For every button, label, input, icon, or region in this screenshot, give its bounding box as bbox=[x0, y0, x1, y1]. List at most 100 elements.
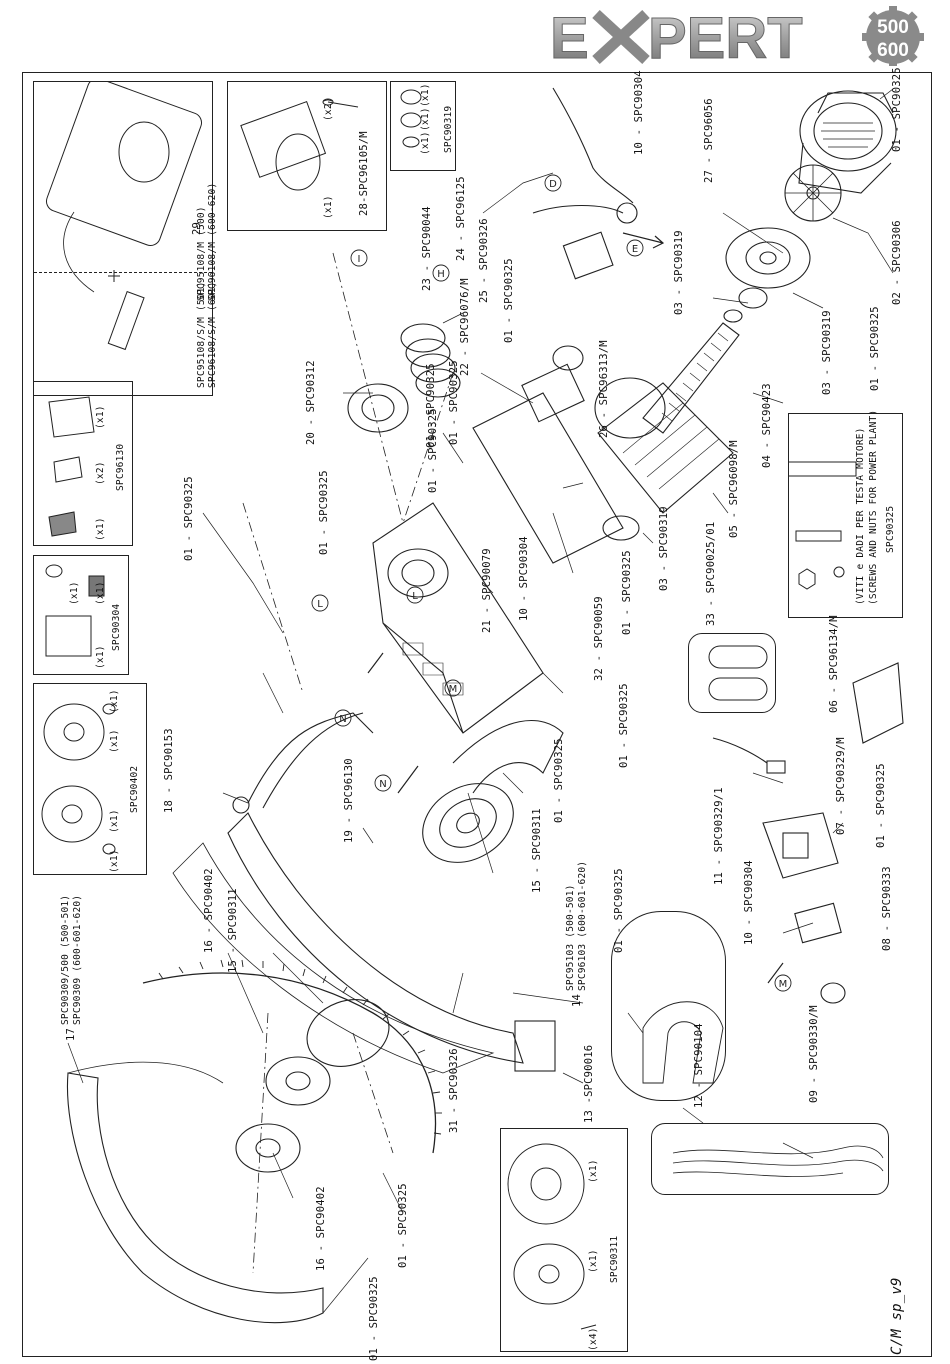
expert-logo: E PERT 500 600 bbox=[550, 6, 924, 66]
ref-letter: H bbox=[437, 269, 445, 280]
blade-guard-17 bbox=[66, 1072, 324, 1324]
flange-16-a bbox=[265, 1056, 331, 1106]
label-22-spc96076m: 22 - SPC96076/M bbox=[459, 278, 471, 376]
motor-fan-cover bbox=[798, 90, 897, 194]
capacitor-box-33 bbox=[688, 633, 776, 713]
motor-flange-27 bbox=[725, 227, 811, 289]
blade-guard-arm-31 bbox=[227, 712, 524, 1064]
detail-box-90311 bbox=[500, 1128, 628, 1352]
label-01-spc90325: 01 - SPC90325 bbox=[318, 470, 330, 555]
belt bbox=[452, 720, 564, 794]
switch-plate-10 bbox=[794, 902, 842, 944]
box29-line3: SPC95108/S/M (501) bbox=[196, 281, 207, 388]
label-31-spc90326: 31 - SPC90326 bbox=[448, 1048, 460, 1133]
ref-letter: L bbox=[412, 591, 418, 602]
label-09-spc90330m: 09 - SPC90330/M bbox=[808, 1005, 820, 1103]
ref-letter: I bbox=[358, 254, 361, 265]
label-03-spc90319: 03 - SPC90319 bbox=[821, 310, 833, 395]
box90402-caption: SPC90402 bbox=[129, 765, 140, 813]
label-01-spc90325: 01 - SPC90325 bbox=[613, 868, 625, 953]
label-10-spc90304: 10 - SPC90304 bbox=[633, 70, 645, 155]
blade-cover-14 bbox=[172, 842, 495, 1074]
pulley-15 bbox=[422, 783, 514, 863]
label-17-spc90309-500: SPC90309/500 (500-501) bbox=[60, 894, 71, 1025]
label-02-spc90306: 02 - SPC90306 bbox=[891, 220, 903, 305]
box96130-qty: (x2) bbox=[95, 461, 106, 485]
box90319-qty: (x1) bbox=[420, 107, 431, 131]
label-16-spc90402: 16 - SPC90402 bbox=[203, 868, 215, 953]
logo-gear-badge: 500 600 bbox=[862, 6, 924, 66]
ring-03 bbox=[723, 309, 743, 323]
logo-x-mark bbox=[592, 9, 650, 65]
label-01-spc90325: 01 - SPC90325 bbox=[875, 763, 887, 848]
label-14-spc95103: SPC95103 (500-501) bbox=[565, 884, 576, 991]
label-24-spc96125: 24 - SPC96125 bbox=[455, 176, 467, 261]
label-01-spc90325: 01 - SPC90325 bbox=[869, 306, 881, 391]
label-27-spc96056: 27 - SPC96056 bbox=[703, 98, 715, 183]
logo-model-500: 500 bbox=[877, 17, 909, 38]
ref-letter: N bbox=[379, 779, 386, 790]
switch-cable-24 bbox=[532, 87, 638, 280]
handle-box-12 bbox=[611, 911, 726, 1101]
box90325-line1: (VITI e DADI PER TESTA MOTORE) bbox=[855, 427, 866, 605]
label-03-spc90319: 03 - SPC90319 bbox=[673, 230, 685, 315]
rotor-04 bbox=[642, 322, 740, 434]
ref-letter: L bbox=[317, 599, 323, 610]
box90325-caption: SPC90325 bbox=[885, 505, 896, 553]
label-01-spc90325: 01 - SPC90325 bbox=[368, 1276, 380, 1361]
box90319-qty: (x1) bbox=[420, 131, 431, 155]
bracket-13 bbox=[514, 1020, 556, 1072]
label-13-spc90016: 13 -SPC90016 bbox=[583, 1044, 595, 1123]
flange-20 bbox=[347, 383, 409, 433]
label-10-spc90304: 10 - SPC90304 bbox=[743, 860, 755, 945]
ref-letter: E bbox=[632, 244, 638, 255]
box28-qty: (x1) bbox=[323, 195, 334, 219]
logo-model-600: 600 bbox=[877, 40, 909, 61]
box90311-caption: SPC90311 bbox=[609, 1235, 620, 1283]
bearing-03-top bbox=[738, 287, 768, 309]
box28-caption: 28-SPC96105/M bbox=[358, 131, 370, 216]
label-17-spc90309: SPC90309 (600-601-620) bbox=[72, 894, 83, 1025]
detail-box-29 bbox=[33, 81, 213, 396]
drawing-reference: C/M sp_v9 bbox=[889, 1277, 905, 1355]
power-socket-22 bbox=[521, 345, 585, 423]
ref-letter: M bbox=[779, 979, 788, 990]
logo-letter-e: E bbox=[550, 6, 589, 66]
box96130-qty: (x1) bbox=[95, 405, 106, 429]
label-33-spc90025: 33 - SPC90025/01 bbox=[705, 521, 717, 626]
ref-letter: N bbox=[339, 714, 346, 725]
label-05-spc96098m: 05 - SPC96098/M bbox=[728, 440, 740, 538]
label-01-spc90325: 01 - SPC90325 bbox=[503, 258, 515, 343]
detail-box-90325 bbox=[788, 413, 903, 618]
label-20-spc90312: 20 - SPC90312 bbox=[305, 360, 317, 445]
box90402-qty: (x1) bbox=[109, 849, 120, 873]
harness-09 bbox=[672, 1145, 884, 1177]
label-21-spc90079: 21 - SPC90079 bbox=[481, 548, 493, 633]
box29-number: 29 bbox=[191, 221, 203, 235]
label-03-spc90319: 03 - SPC90319 bbox=[658, 506, 670, 591]
box90304-qty: (x1) bbox=[69, 581, 80, 605]
label-01-spc90325: 01 - SPC90325 bbox=[397, 1183, 409, 1268]
box90402-qty: (x1) bbox=[109, 689, 120, 713]
bearing-03-low bbox=[602, 515, 640, 541]
label-25-spc90326: 25 - SPC90326 bbox=[478, 218, 490, 303]
label-12-spc90104: 12 - SPC90104 bbox=[693, 1023, 705, 1108]
ref-letter: D bbox=[549, 179, 557, 190]
box90402-qty: (x1) bbox=[109, 729, 120, 753]
box96130-qty: (x1) bbox=[95, 517, 106, 541]
label-01-spc90325: 01 - SPC90325 bbox=[618, 683, 630, 768]
label-08-spc90333: 08 - SPC90333 bbox=[881, 866, 893, 951]
logo-word-pert: PERT bbox=[648, 6, 803, 66]
box90311-qty: (x4) bbox=[588, 1327, 599, 1351]
detail-box-96130 bbox=[33, 381, 133, 546]
box90311-qty: (x1) bbox=[588, 1249, 599, 1273]
main-housing bbox=[372, 502, 544, 734]
label-14-spc96103: SPC96103 (600-601-620) bbox=[577, 860, 588, 991]
box90311-qty: (x1) bbox=[588, 1159, 599, 1183]
harness-box-09 bbox=[651, 1123, 889, 1195]
box96130-caption: SPC96130 bbox=[115, 443, 126, 491]
label-10-spc90304: 10 - SPC90304 bbox=[518, 536, 530, 621]
label-01-spc90325: 01 - SPC90325 bbox=[448, 360, 460, 445]
